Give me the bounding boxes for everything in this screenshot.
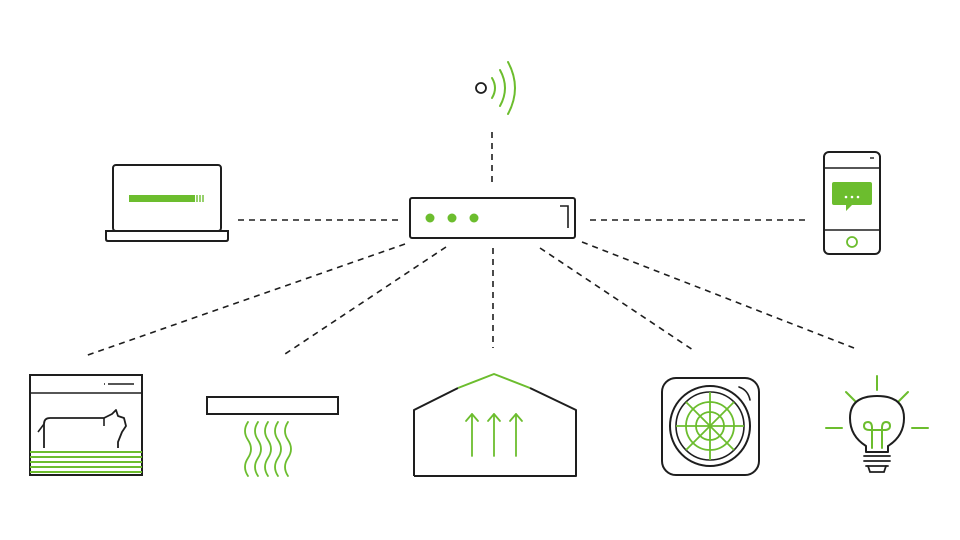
greenhouse-heat-icon <box>413 373 577 477</box>
livestock-barn-icon <box>29 374 143 476</box>
light-bulb-icon <box>825 375 929 473</box>
wireless-signal-icon <box>475 61 516 115</box>
ventilation-fan-icon <box>661 377 760 476</box>
connector-lines <box>84 128 855 357</box>
laptop-icon <box>105 164 229 242</box>
smartphone-chat-icon <box>823 151 881 255</box>
edge-hub-heater <box>281 246 447 357</box>
edge-hub-barn <box>84 243 406 357</box>
radiant-heater-icon <box>206 396 339 477</box>
edge-hub-bulb <box>581 241 855 349</box>
router-icon <box>409 197 576 239</box>
edge-hub-fan <box>539 247 694 351</box>
